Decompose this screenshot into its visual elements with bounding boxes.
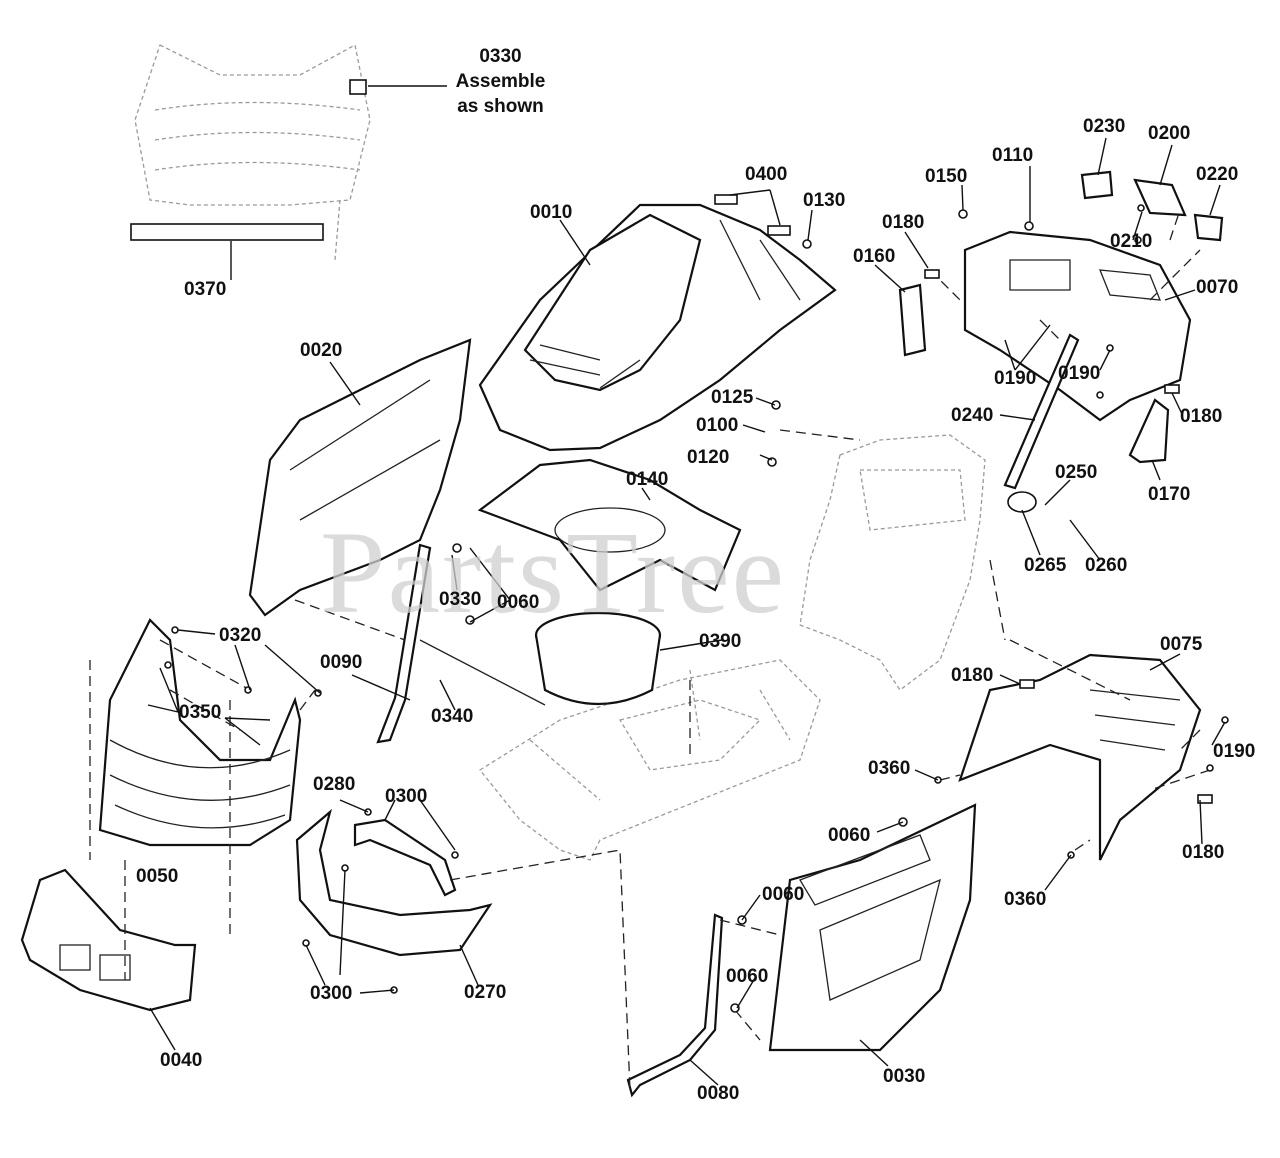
part-label-0030[interactable]: 0030 (883, 1066, 926, 1087)
part-label-0090[interactable]: 0090 (320, 652, 363, 673)
part-label-0010[interactable]: 0010 (530, 202, 573, 223)
hood-part (478, 203, 837, 452)
shroud-part (477, 458, 742, 592)
bumper-part (20, 868, 197, 1012)
assembly-lines (89, 209, 1211, 1091)
part-label-0300-b[interactable]: 0300 (310, 983, 353, 1004)
part-label-0180-a[interactable]: 0180 (882, 212, 925, 233)
part-label-0075[interactable]: 0075 (1160, 634, 1203, 655)
part-label-0125[interactable]: 0125 (711, 387, 754, 408)
knob-0220 (1193, 213, 1224, 242)
front-skirt-part (295, 808, 493, 957)
part-label-0190-c[interactable]: 0190 (1213, 741, 1256, 762)
part-label-0250[interactable]: 0250 (1055, 462, 1098, 483)
part-label-0120[interactable]: 0120 (687, 447, 730, 468)
part-label-0390[interactable]: 0390 (699, 631, 742, 652)
part-label-0270[interactable]: 0270 (464, 982, 507, 1003)
part-label-0360-a[interactable]: 0360 (868, 758, 911, 779)
trim-0170 (1128, 398, 1170, 464)
part-label-0040[interactable]: 0040 (160, 1050, 203, 1071)
part-label-0180-d[interactable]: 0180 (1182, 842, 1225, 863)
part-label-0060-a[interactable]: 0060 (497, 592, 540, 613)
part-label-0230[interactable]: 0230 (1083, 116, 1126, 137)
part-label-0110[interactable]: 0110 (992, 145, 1034, 166)
part-label-0220[interactable]: 0220 (1196, 164, 1239, 185)
part-label-0360-b[interactable]: 0360 (1004, 889, 1047, 910)
part-label-0330[interactable]: 0330 (439, 589, 482, 610)
part-label-0200[interactable]: 0200 (1148, 123, 1191, 144)
part-label-0060-b[interactable]: 0060 (828, 825, 871, 846)
part-label-0180-b[interactable]: 0180 (1180, 406, 1223, 427)
part-label-0340[interactable]: 0340 (431, 706, 474, 727)
cover-0200 (1133, 178, 1187, 217)
bracket-0160 (898, 283, 927, 357)
part-label-0300-a[interactable]: 0300 (385, 786, 428, 807)
part-label-0190-b[interactable]: 0190 (1058, 363, 1101, 384)
part-label-0060-d[interactable]: 0060 (726, 966, 769, 987)
part-label-0060-c[interactable]: 0060 (762, 884, 805, 905)
right-side-panel-part (768, 803, 977, 1052)
part-label-0140[interactable]: 0140 (626, 469, 669, 490)
watermark: PartsTree (320, 507, 786, 638)
ring-part (534, 611, 662, 705)
part-label-0400[interactable]: 0400 (745, 164, 788, 185)
fasteners (164, 194, 1229, 1013)
bracket-0280 (353, 818, 457, 897)
grille-part (98, 618, 302, 847)
rod-0340 (419, 639, 546, 706)
part-label-0180-c[interactable]: 0180 (951, 665, 994, 686)
part-label-0350[interactable]: 0350 (179, 702, 222, 723)
leader-lines (147, 85, 1226, 1086)
part-label-0160[interactable]: 0160 (853, 246, 896, 267)
dash-panel-part (963, 230, 1192, 422)
decal-strip-0370 (130, 223, 324, 241)
rear-fender-part (958, 653, 1202, 861)
assembly-note-line2: as shown (457, 96, 544, 117)
knob-0230 (1080, 170, 1114, 200)
part-label-0070[interactable]: 0070 (1196, 277, 1239, 298)
assembly-note-line1: Assemble (455, 71, 546, 92)
part-label-0210[interactable]: 0210 (1110, 231, 1153, 252)
part-label-0080[interactable]: 0080 (697, 1083, 740, 1104)
part-label-0050[interactable]: 0050 (136, 866, 179, 887)
part-label-0370[interactable]: 0370 (184, 279, 227, 300)
assembly-note-number: 0330 (479, 46, 522, 67)
part-label-0170[interactable]: 0170 (1148, 484, 1191, 505)
grille-insert-part (134, 44, 371, 261)
link-0090 (376, 543, 432, 744)
left-side-panel-part (248, 338, 472, 617)
part-label-0280[interactable]: 0280 (313, 774, 356, 795)
part-label-0260[interactable]: 0260 (1085, 555, 1128, 576)
part-label-0320[interactable]: 0320 (219, 625, 262, 646)
frame-ghost (479, 434, 986, 861)
assembly-note: 0330 Assemble as shown (443, 44, 558, 119)
part-label-0190-a[interactable]: 0190 (994, 368, 1037, 389)
part-label-0130[interactable]: 0130 (803, 190, 846, 211)
part-label-0100[interactable]: 0100 (696, 415, 739, 436)
link-0080 (626, 913, 724, 1098)
part-label-0020[interactable]: 0020 (300, 340, 343, 361)
rod-0240 (1003, 333, 1080, 490)
pivot-0265 (1007, 491, 1037, 513)
part-label-0150[interactable]: 0150 (925, 166, 968, 187)
part-label-0240[interactable]: 0240 (951, 405, 994, 426)
part-label-0265[interactable]: 0265 (1024, 555, 1067, 576)
